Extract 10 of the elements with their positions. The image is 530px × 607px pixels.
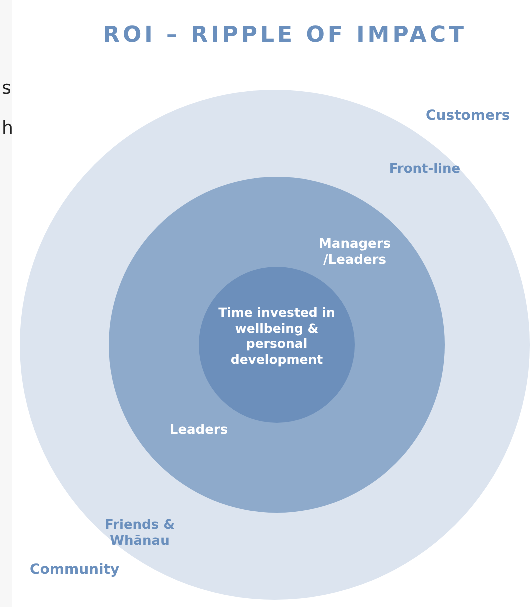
circle-label: Front-line [388,162,462,178]
circle-label: Friends & Whānau [104,518,176,550]
text-fragment: h [2,118,14,140]
title: ROI – RIPPLE OF IMPACT [102,22,468,50]
ring-label: Community [30,562,120,580]
ring-label: Customers [426,108,510,126]
circle-label: Managers /Leaders [318,237,392,270]
text-fragment: s [2,78,12,100]
circle-label: Leaders [168,423,230,440]
circle-label: Time invested in wellbeing & personal development [218,305,336,368]
